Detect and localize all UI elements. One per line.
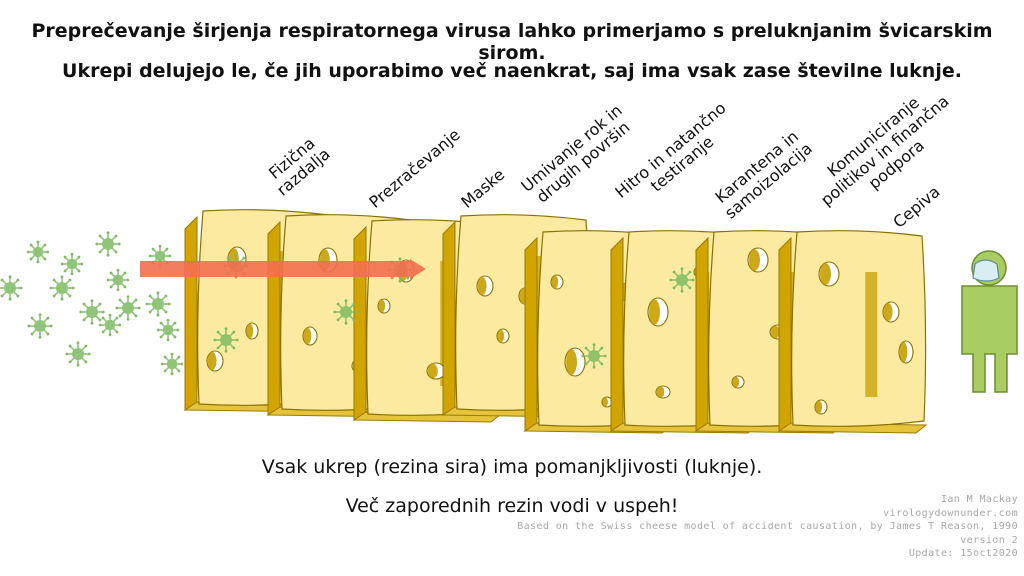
- virus-particle-icon: [49, 275, 75, 301]
- intro-line-1: Preprečevanje širjenja respiratornega vi…: [31, 20, 993, 64]
- virus-particle-icon: [27, 313, 53, 339]
- virus-particle-icon: [333, 299, 359, 325]
- credits-source: Based on the Swiss cheese model of accid…: [517, 521, 1018, 532]
- virus-particle-icon: [160, 352, 184, 376]
- virus-particle-icon: [581, 343, 607, 369]
- virus-particle-icon: [26, 240, 50, 264]
- cheese-slice: [777, 230, 928, 434]
- virus-particle-icon: [0, 275, 23, 301]
- virus-particle-icon: [669, 267, 695, 293]
- virus-particle-icon: [65, 341, 91, 367]
- footer-line-2: Več zaporednih rezin vodi v uspeh!: [345, 495, 679, 517]
- credits-version: version 2: [960, 534, 1018, 546]
- virus-particle-icon: [95, 231, 121, 257]
- footer-line-1: Vsak ukrep (rezina sira) ima pomanjkljiv…: [261, 456, 763, 478]
- person-with-mask-icon: [961, 250, 1018, 393]
- virus-particle-icon: [106, 268, 130, 292]
- credits: Ian M Mackay virologydownunder.com Based…: [458, 493, 1018, 561]
- credits-site: virologydownunder.com: [883, 507, 1018, 519]
- credits-author: Ian M Mackay: [940, 494, 1018, 505]
- virus-particle-icon: [79, 299, 105, 325]
- credits-update: Update: 15oct2020: [908, 548, 1018, 559]
- virus-particle-icon: [213, 327, 239, 353]
- virus-particle-icon: [156, 318, 180, 342]
- intro-line-2: Ukrepi delujejo le, če jih uporabimo več…: [62, 60, 962, 82]
- virus-particle-icon: [98, 313, 122, 337]
- virus-particle-icon: [115, 295, 141, 321]
- cheese-slices: [183, 209, 928, 434]
- virus-particle-icon: [145, 291, 171, 317]
- virus-particle-icon: [60, 252, 84, 276]
- arrow-icon: [140, 259, 426, 279]
- virus-cloud: [0, 231, 695, 376]
